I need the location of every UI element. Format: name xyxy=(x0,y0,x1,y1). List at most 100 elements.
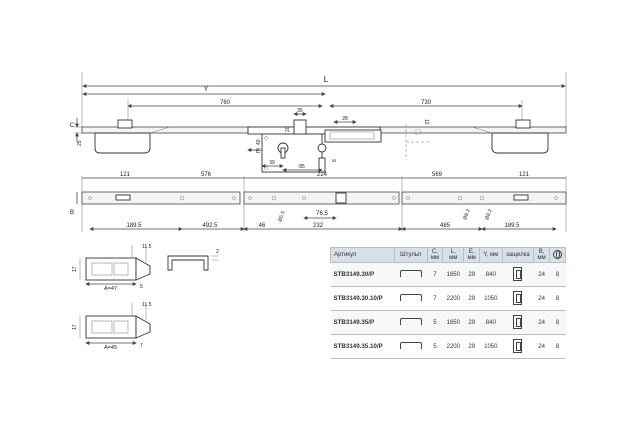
cell-l: 1650 xyxy=(442,310,464,335)
cell-b: 24 xyxy=(533,262,550,287)
dim-121a: 121 xyxy=(120,172,131,178)
cell-e: 29 xyxy=(463,262,480,287)
dim-85: 85 xyxy=(299,164,305,170)
spec-table: Артикул Штульп C,мм L,мм E,мм Y, мм заще… xyxy=(330,247,566,359)
left-bolt-stud xyxy=(117,119,133,129)
dim-28: 28 xyxy=(342,116,348,122)
spindle-hole xyxy=(317,143,327,153)
profile-2: 2 xyxy=(216,249,219,255)
dim-189b: 189.5 xyxy=(504,223,520,229)
cell-y: 840 xyxy=(479,262,503,287)
cell-y: 840 xyxy=(479,310,503,335)
dim-25: 25 xyxy=(77,140,83,146)
slot-left xyxy=(115,194,131,201)
cell-qty: 8 xyxy=(549,310,566,335)
cell-l: 2200 xyxy=(442,286,464,311)
latch-detail-top: 11.5 17 A=47 5 xyxy=(72,244,152,292)
latch-icon xyxy=(513,290,523,305)
lock-stud xyxy=(293,119,307,135)
left-bolt-housing xyxy=(94,132,151,154)
cell-article: STB3149.35.10/P xyxy=(330,334,395,359)
detail-top-h: 17 xyxy=(72,266,78,272)
detail-bottom-7: 7 xyxy=(140,343,143,349)
latch-detail-bottom: 11.5 17 A=45 7 xyxy=(72,302,152,351)
dim-B: B xyxy=(70,210,74,216)
profile-shape xyxy=(167,255,209,271)
col-handle: Штульп xyxy=(393,247,428,263)
bar-left xyxy=(81,191,241,205)
detail-bottom-a: A=45 xyxy=(104,345,117,351)
dim-L: L xyxy=(324,75,329,84)
dim-485: 485 xyxy=(440,223,451,229)
side-view: 121 576 224 569 121 B Ø5.5 Ø8.2 Ø8.2 189… xyxy=(70,172,567,232)
cell-qty: 8 xyxy=(549,262,566,287)
latch-icon xyxy=(513,314,523,329)
dim-760: 760 xyxy=(220,100,231,106)
cell-y: 1050 xyxy=(479,286,503,311)
dim-40: 40 xyxy=(256,139,262,145)
cell-b: 24 xyxy=(533,310,550,335)
col-e: E,мм xyxy=(463,247,481,263)
detail-bottom-plate xyxy=(85,315,137,339)
cell-b: 24 xyxy=(533,334,550,359)
table-row: STB3149.35/P 5 1650 29 840 24 8 xyxy=(330,310,566,335)
detail-bottom-w: 11.5 xyxy=(142,302,152,308)
cell-handle xyxy=(394,262,428,287)
dim-121b: 121 xyxy=(519,172,530,178)
cell-qty: 8 xyxy=(549,334,566,359)
detail-top-plate xyxy=(85,257,137,281)
col-y: Y, мм xyxy=(479,247,503,263)
dim-765: 76.5 xyxy=(316,211,328,217)
cell-e: 29 xyxy=(463,334,480,359)
dim-232: 232 xyxy=(313,223,324,229)
col-c: C,мм xyxy=(426,247,444,263)
handle-icon xyxy=(399,294,422,301)
dim-C: C xyxy=(70,123,75,129)
bar-center xyxy=(243,191,400,205)
dim-569: 569 xyxy=(432,172,443,178)
cell-y: 1050 xyxy=(479,334,503,359)
cell-handle xyxy=(394,334,428,359)
latch-icon xyxy=(513,338,523,353)
cell-l: 1650 xyxy=(442,262,464,287)
dim-dia82a: Ø8.2 xyxy=(462,208,471,220)
dim-35: 35 xyxy=(297,108,303,114)
handle-icon xyxy=(399,342,422,349)
col-qty xyxy=(549,247,566,263)
globe-icon xyxy=(553,249,562,259)
dim-8: 8 xyxy=(332,159,338,162)
cell-latch xyxy=(502,286,534,311)
cell-latch xyxy=(502,262,534,287)
col-article: Артикул xyxy=(330,247,395,263)
dim-224: 224 xyxy=(317,172,328,178)
col-latch: защелка xyxy=(501,247,535,263)
cell-c: 5 xyxy=(427,334,443,359)
cell-e: 29 xyxy=(463,310,480,335)
cell-handle xyxy=(394,310,428,335)
table-header-row: Артикул Штульп C,мм L,мм E,мм Y, мм заще… xyxy=(330,247,566,263)
lock-block xyxy=(335,192,347,204)
cell-latch xyxy=(502,310,534,335)
col-b: B,мм xyxy=(533,247,551,263)
cell-c: 7 xyxy=(427,262,443,287)
right-bolt-housing xyxy=(491,132,549,154)
cell-l: 2200 xyxy=(442,334,464,359)
handle-icon xyxy=(399,318,422,325)
detail-bottom-h: 17 xyxy=(72,324,78,330)
cell-article: STB3149.30.10/P xyxy=(330,286,395,311)
cell-b: 24 xyxy=(533,286,550,311)
detail-top-a: A=47 xyxy=(104,286,117,292)
table-row: STB3149.30/P 7 1650 29 840 24 8 xyxy=(330,262,566,287)
col-l: L,мм xyxy=(442,247,465,263)
dim-12: 12 xyxy=(423,119,429,125)
dim-dia55: Ø5.5 xyxy=(277,210,286,222)
table-row: STB3149.30.10/P 7 2200 29 1050 24 8 xyxy=(330,286,566,311)
profile-detail: 2 xyxy=(167,249,219,271)
table-row: STB3149.35.10/P 5 2200 29 1050 24 8 xyxy=(330,334,566,359)
dim-Y: Y xyxy=(204,86,209,93)
dim-E: E xyxy=(256,149,260,155)
dim-39: 39 xyxy=(269,160,275,166)
detail-top-w: 11.5 xyxy=(142,244,152,250)
dim-576: 576 xyxy=(201,172,212,178)
